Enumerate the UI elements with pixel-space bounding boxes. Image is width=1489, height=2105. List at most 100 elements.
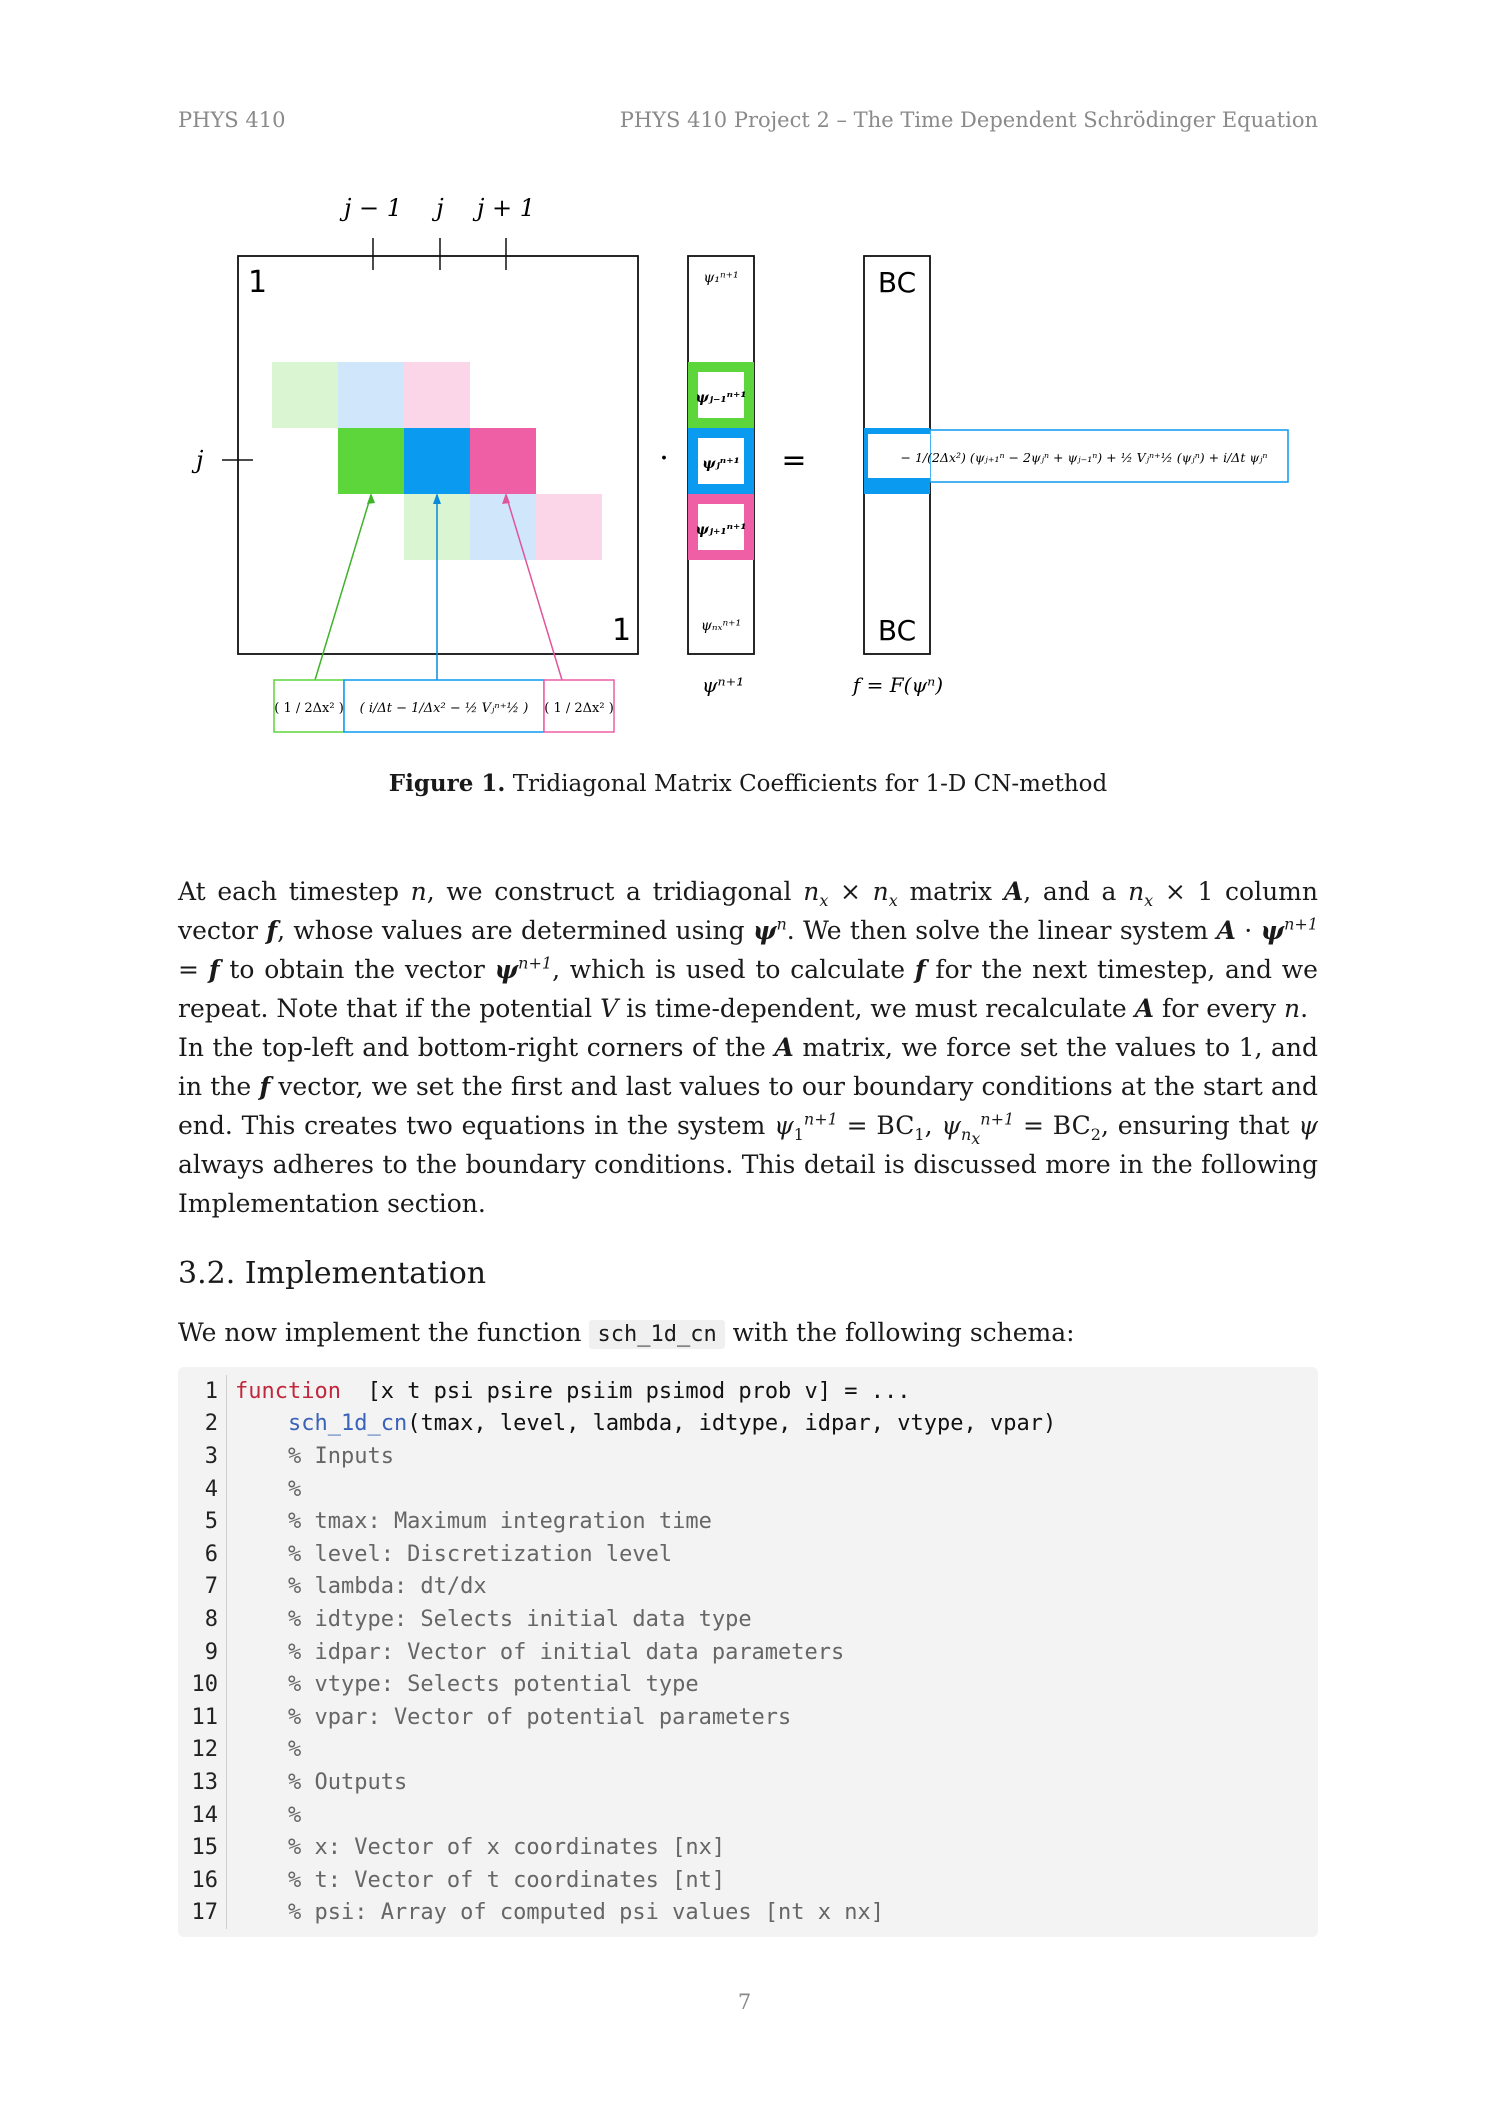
code-line: 17 % psi: Array of computed psi values [… [178, 1897, 885, 1930]
code-line: 11 % vpar: Vector of potential parameter… [178, 1701, 792, 1734]
coef-cell-green [338, 428, 404, 494]
code-line: 12 % [178, 1734, 302, 1767]
code-source: % idtype: Selects initial data type [227, 1607, 752, 1632]
line-number: 4 [204, 1476, 218, 1502]
line-number: 17 [191, 1900, 219, 1926]
line-number: 8 [204, 1606, 218, 1632]
code-source: sch_1d_cn(tmax, level, lambda, idtype, i… [227, 1411, 1056, 1436]
caption-text: Tridiagonal Matrix Coefficients for 1-D … [512, 771, 1108, 797]
code-source: % idpar: Vector of initial data paramete… [227, 1640, 844, 1665]
psi-entry-j: ψⱼⁿ⁺¹ [702, 456, 740, 472]
psi-vector-label: ψⁿ⁺¹ [702, 673, 744, 697]
code-line: 4 % [178, 1473, 301, 1506]
code-token: % [235, 1802, 302, 1828]
code-token: % [235, 1476, 302, 1502]
code-line: 9 % idpar: Vector of initial data parame… [178, 1636, 845, 1669]
psi-entry-nx: ψₙₓⁿ⁺¹ [701, 618, 741, 634]
rhs-expression: − 1/(2Δx²) (ψⱼ₊₁ⁿ − 2ψⱼⁿ + ψⱼ₋₁ⁿ) + ½ Vⱼ… [901, 450, 1268, 465]
code-source: % vpar: Vector of potential parameters [227, 1705, 791, 1730]
bc-bottom: BC [878, 614, 916, 647]
line-number: 14 [191, 1802, 219, 1828]
code-source: % [227, 1737, 301, 1762]
f-vector-label: f = F(ψⁿ) [851, 673, 943, 697]
code-token: % tmax: Maximum integration time [235, 1509, 712, 1535]
running-header-left: PHYS 410 [178, 108, 286, 132]
psi-entry-1: ψ₁ⁿ⁺¹ [703, 270, 738, 286]
bc-top: BC [878, 266, 916, 299]
code-source: % t: Vector of t coordinates [nt] [227, 1868, 725, 1893]
matrix-corner-bottom: 1 [612, 613, 631, 648]
code-token: % idpar: Vector of initial data paramete… [235, 1639, 845, 1665]
code-line: 15 % x: Vector of x coordinates [nx] [178, 1831, 726, 1864]
coef-cell-blue [404, 428, 470, 494]
paragraph-2: In the top-left and bottom-right corners… [178, 1033, 1318, 1218]
line-number: 10 [191, 1672, 219, 1698]
code-block: 1 function [x t psi psire psiim psimod pr… [178, 1367, 1318, 1937]
line-number: 15 [191, 1835, 219, 1861]
line-number: 13 [191, 1769, 219, 1795]
code-token: % idtype: Selects initial data type [235, 1606, 752, 1632]
equals-sign: = [781, 443, 806, 478]
line-number: 7 [204, 1574, 218, 1600]
intro-before: We now implement the function [178, 1318, 582, 1347]
caption-label: Figure 1. [388, 770, 506, 797]
code-source: % level: Discretization level [227, 1542, 672, 1567]
code-token: % level: Discretization level [235, 1541, 673, 1567]
psi-entry-jp1: ψⱼ₊₁ⁿ⁺¹ [695, 522, 746, 538]
body-text: At each timestep n, we construct a tridi… [178, 872, 1318, 1223]
code-line: 13 % Outputs [178, 1766, 408, 1799]
code-token: function [235, 1378, 341, 1404]
running-header-right: PHYS 410 Project 2 – The Time Dependent … [619, 108, 1318, 132]
code-token: % vtype: Selects potential type [235, 1672, 699, 1698]
code-source: function [x t psi psire psiim psimod pro… [227, 1379, 911, 1404]
coef-mid-text: ( i/Δt − 1/Δx² − ½ Vⱼⁿ⁺½ ) [360, 701, 529, 716]
coef-box-left [273, 679, 345, 733]
col-label-j: j [431, 194, 444, 222]
code-line: 7 % lambda: dt/dx [178, 1571, 487, 1604]
code-token: % t: Vector of t coordinates [nt] [235, 1867, 726, 1893]
code-token: % psi: Array of computed psi values [nt … [235, 1900, 885, 1926]
code-source: % tmax: Maximum integration time [227, 1509, 712, 1534]
code-line: 10 % vtype: Selects potential type [178, 1668, 699, 1701]
code-source: % [227, 1803, 301, 1828]
code-token [235, 1411, 288, 1436]
code-source: % lambda: dt/dx [227, 1574, 487, 1599]
code-token: (tmax, level, lambda, idtype, idpar, vty… [407, 1411, 1057, 1437]
line-number: 11 [191, 1704, 219, 1730]
psi-entry-jm1: ψⱼ₋₁ⁿ⁺¹ [695, 390, 746, 406]
line-number: 12 [191, 1737, 219, 1763]
code-token: % [235, 1737, 302, 1763]
matrix-a-box [237, 255, 639, 655]
code-line: 14 % [178, 1799, 302, 1832]
code-source: % Inputs [227, 1444, 394, 1469]
code-token: % Outputs [235, 1769, 408, 1795]
line-number: 16 [191, 1867, 219, 1893]
code-token: % vpar: Vector of potential parameters [235, 1704, 792, 1730]
dot-operator: · [659, 441, 669, 476]
col-label-jm1: j − 1 [339, 194, 402, 222]
code-source: % Outputs [227, 1770, 407, 1795]
line-number: 3 [204, 1443, 218, 1469]
code-source: % psi: Array of computed psi values [nt … [227, 1900, 884, 1925]
page-number: 7 [737, 1990, 752, 2014]
matrix-corner-top: 1 [248, 265, 267, 300]
coef-box-right [543, 679, 615, 733]
intro-after: with the following schema: [732, 1318, 1075, 1347]
code-source: % [227, 1477, 301, 1502]
code-token: % x: Vector of x coordinates [nx] [235, 1835, 726, 1861]
code-source: % vtype: Selects potential type [227, 1672, 699, 1697]
code-line: 16 % t: Vector of t coordinates [nt] [178, 1864, 726, 1897]
inline-code-function: sch_1d_cn [589, 1320, 725, 1349]
figure-caption: Figure 1. Tridiagonal Matrix Coefficient… [178, 770, 1318, 797]
line-number: 6 [204, 1541, 218, 1567]
code-line: 6 % level: Discretization level [178, 1538, 672, 1571]
line-number: 1 [204, 1378, 218, 1404]
paragraph-1: At each timestep n, we construct a tridi… [178, 877, 1318, 1023]
code-line: 5 % tmax: Maximum integration time [178, 1505, 712, 1538]
coef-cell-pink [470, 428, 536, 494]
line-number: 2 [204, 1411, 218, 1437]
coef-left-text: ( 1 / 2Δx² ) [274, 701, 344, 716]
code-line: 8 % idtype: Selects initial data type [178, 1603, 752, 1636]
intro-sentence: We now implement the function sch_1d_cn … [178, 1318, 1075, 1349]
line-number: 9 [204, 1639, 218, 1665]
